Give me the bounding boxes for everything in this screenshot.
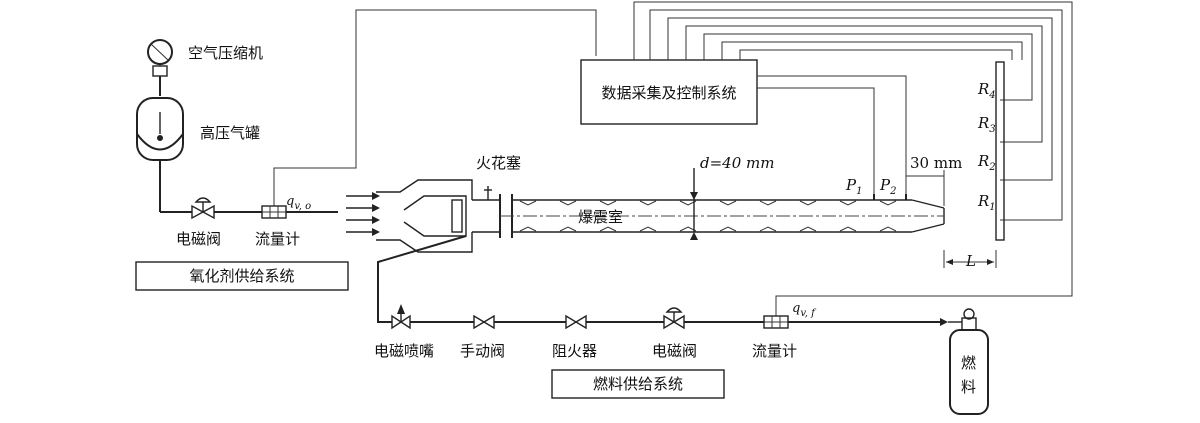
manual-valve-label: 手动阀	[460, 342, 505, 360]
flow-fuel-symbol: qv, f	[792, 301, 817, 319]
length-label: L	[965, 252, 976, 270]
signal-line-r3	[685, 25, 1043, 143]
inlet-mixer	[376, 179, 500, 253]
flow-ox-symbol: qv, o	[286, 194, 311, 212]
air-inlet-arrows	[346, 192, 380, 236]
flame-arrester-label: 阻火器	[552, 342, 597, 360]
distance-30mm-marker	[906, 170, 945, 206]
signal-line-extra	[721, 41, 1023, 60]
flowmeter-fuel-icon	[763, 315, 789, 329]
fuel-bottle-label-1: 燃	[961, 354, 976, 372]
flowmeter-ox-label: 流量计	[255, 230, 300, 248]
fuel-injection-pipe	[377, 235, 467, 323]
daq-system-box	[580, 59, 758, 125]
solenoid-nozzle-label: 电磁喷嘴	[374, 342, 434, 360]
solenoid-valve-fuel-icon	[663, 307, 685, 330]
fuel-bottle-icon	[948, 308, 989, 415]
sensor-rail	[995, 61, 1005, 241]
flame-arrester-icon	[565, 314, 587, 330]
p2-label: P2	[879, 176, 896, 197]
p1-label: P1	[845, 176, 862, 197]
r1-label: R1	[977, 192, 996, 213]
flowmeter-fuel-label: 流量计	[752, 342, 797, 360]
r2-label: R2	[977, 152, 996, 173]
signal-line-r4	[703, 33, 1033, 101]
fuel-bottle-label-2: 料	[961, 378, 976, 396]
solenoid-valve-ox-icon	[191, 197, 215, 220]
solenoid-valve-fuel-label: 电磁阀	[652, 342, 697, 360]
air-compressor-label: 空气压缩机	[188, 44, 263, 62]
oxidizer-system-label: 氧化剂供给系统	[189, 267, 294, 285]
daq-system-label: 数据采集及控制系统	[601, 84, 736, 102]
fuel-system-label: 燃料供给系统	[593, 375, 683, 393]
oxidizer-system-box	[135, 261, 349, 291]
signal-line-p2	[757, 75, 907, 194]
manual-valve-icon	[473, 314, 495, 330]
signal-line-fuel-flow	[633, 1, 1073, 316]
air-compressor-icon	[147, 39, 173, 96]
fuel-system-box	[551, 369, 725, 399]
detonation-tube	[500, 199, 945, 233]
spark-plug-label: 火花塞	[476, 154, 521, 172]
signal-line-p1	[757, 87, 875, 194]
signal-line-r1	[649, 9, 1063, 221]
detonation-chamber-label: 爆震室	[578, 208, 623, 226]
r4-label: R4	[977, 80, 996, 101]
signal-line-extra-2	[739, 49, 1013, 60]
r3-label: R3	[977, 114, 996, 135]
diameter-marker	[690, 168, 698, 240]
solenoid-nozzle-icon	[391, 304, 411, 330]
pressure-tank-icon	[136, 97, 184, 212]
distance-30mm-label: 30 mm	[910, 154, 962, 172]
diameter-label: d=40 mm	[700, 154, 774, 172]
length-dimension	[943, 250, 997, 268]
solenoid-valve-ox-label: 电磁阀	[176, 230, 221, 248]
signal-line-r2	[667, 17, 1053, 181]
signal-line-ox-flow	[273, 9, 597, 206]
spark-plug-icon	[484, 186, 492, 200]
flowmeter-ox-icon	[261, 205, 287, 219]
pressure-tank-label: 高压气罐	[200, 124, 260, 142]
